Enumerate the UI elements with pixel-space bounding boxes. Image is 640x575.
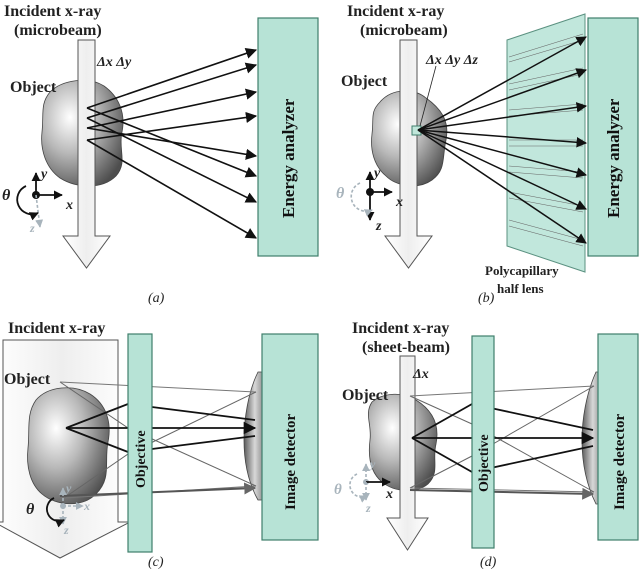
microbeam-arrow (384, 39, 433, 269)
theta-label: θ (26, 501, 35, 518)
incident-label: Incident x-ray (8, 320, 105, 337)
axis-triad: y x z θ (26, 481, 90, 537)
incident-sublabel: (microbeam) (360, 22, 448, 39)
caption-a: (a) (148, 291, 165, 306)
object-label: Object (342, 387, 389, 404)
axis-triad: y x z θ (2, 167, 73, 235)
fluorescence-rays (417, 36, 588, 244)
delta-label: Δx (412, 367, 429, 382)
theta-label: θ (334, 482, 342, 498)
objective-label: Objective (134, 430, 149, 488)
objective-lens (471, 335, 495, 549)
energy-analyzer-box (257, 17, 319, 257)
energy-analyzer-label: Energy analyzer (279, 98, 298, 218)
polycapillary-lens (506, 13, 586, 273)
caption-d: (d) (480, 555, 497, 570)
voxel-label: Δx Δy Δz (425, 53, 479, 68)
incident-label: Incident x-ray (4, 3, 101, 20)
caption-b: (b) (478, 291, 495, 306)
lens-sublabel: half lens (497, 281, 544, 296)
image-detector-box (597, 333, 639, 541)
object-label: Object (4, 371, 51, 388)
incident-label: Incident x-ray (352, 320, 449, 337)
axis-z-label: z (29, 221, 35, 235)
theta-label: θ (336, 185, 345, 202)
image-detector-box (261, 333, 319, 541)
panel-a: Incident x-ray (microbeam) Δx Δy Object … (2, 3, 319, 306)
axis-x-label: x (65, 198, 73, 213)
caption-c: (c) (148, 555, 164, 570)
panel-b: Incident x-ray (microbeam) Δx Δy Δz Obje… (336, 3, 639, 306)
axis-z-label: z (63, 523, 69, 537)
image-detector-label: Image detector (612, 413, 628, 510)
voxel-label: Δx Δy (96, 55, 132, 70)
axis-x-label: x (385, 487, 393, 502)
fluorescence-rays (86, 47, 258, 239)
microbeam-arrow (62, 39, 111, 269)
incident-sublabel: (microbeam) (14, 22, 102, 39)
incident-label: Incident x-ray (347, 3, 444, 20)
objective-label: Objective (477, 434, 492, 492)
axis-y-label: y (64, 481, 72, 495)
object-label: Object (341, 73, 388, 90)
objective-lens (127, 333, 153, 553)
object-label: Object (10, 79, 57, 96)
axis-z-label: z (375, 219, 382, 234)
axis-y-label: y (368, 457, 376, 471)
panel-c: Incident x-ray Object Objective Image de… (0, 320, 319, 570)
lens-label: Polycapillary (485, 263, 559, 278)
axis-x-label: x (395, 195, 403, 210)
axis-triad: y x z θ (334, 457, 393, 515)
axis-x-label: x (83, 499, 90, 513)
axis-y-label: y (372, 166, 381, 181)
theta-label: θ (2, 187, 11, 204)
imaging-rays (409, 385, 595, 500)
sheet-beam-arrow (386, 355, 429, 551)
panel-d: Incident x-ray (sheet-beam) Δx Object Ob… (334, 320, 639, 570)
axis-z-label: z (365, 501, 371, 515)
axis-triad: y x z θ (336, 166, 403, 234)
energy-analyzer-label: Energy analyzer (604, 98, 623, 218)
incident-sublabel: (sheet-beam) (362, 339, 450, 356)
image-detector-label: Image detector (283, 413, 299, 510)
axis-y-label: y (39, 167, 48, 182)
energy-analyzer-box (587, 17, 639, 257)
voxel-leader (419, 65, 437, 127)
